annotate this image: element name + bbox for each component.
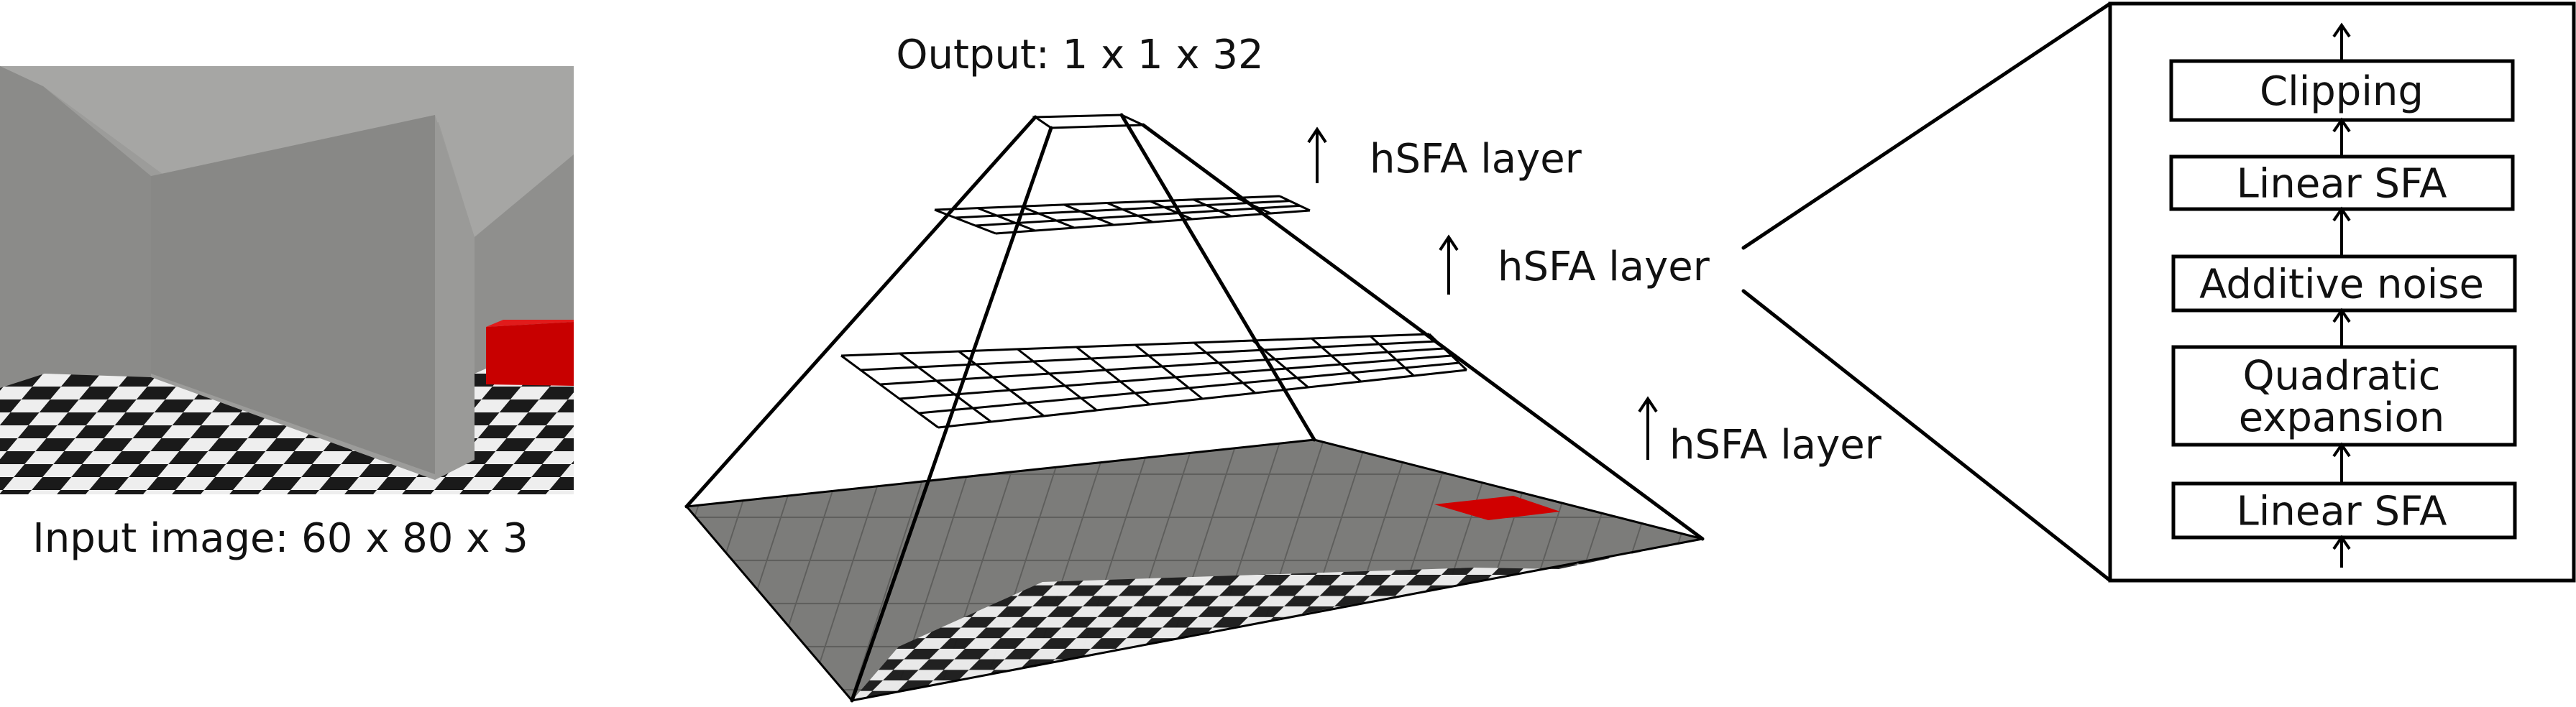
upper-grid xyxy=(934,195,1311,235)
stage-box-border xyxy=(2171,481,2517,540)
stage-arrow-head xyxy=(2332,442,2351,458)
middle-grid-col-line xyxy=(958,350,1045,417)
upper-grid-col-line xyxy=(1279,195,1311,212)
middle-grid-row-line xyxy=(879,347,1444,386)
middle-grid-col-line xyxy=(1193,341,1256,394)
upper-grid-col-line xyxy=(1063,203,1114,226)
stage-arrow-head xyxy=(2332,308,2351,323)
upper-grid-row-line xyxy=(934,195,1280,211)
input-floor xyxy=(0,331,574,494)
middle-grid xyxy=(840,333,1468,429)
edge-right xyxy=(1141,123,1705,541)
upper-grid-col-line xyxy=(934,208,996,235)
middle-grid-col-line xyxy=(1311,337,1362,383)
edge-front xyxy=(850,126,1053,703)
input-image: Input image: 60 x 80 x 3 xyxy=(0,66,574,562)
stage-input-arrow-head xyxy=(2332,535,2351,550)
edge-left xyxy=(684,115,1037,509)
input-front-wall xyxy=(151,115,435,474)
stage-label: expansion xyxy=(2239,394,2444,441)
hsfa-layer-label-bottom: hSFA layer xyxy=(1669,422,1882,468)
hsfa-label-bottom: hSFA layer xyxy=(1638,396,1882,468)
upper-grid-col-line xyxy=(1106,202,1154,223)
stage-box-border xyxy=(2171,345,2517,447)
upper-grid-row-line xyxy=(995,209,1311,235)
zoom-line-upper xyxy=(1741,1,2112,250)
middle-grid-row-line xyxy=(899,354,1452,400)
middle-grid-col-line xyxy=(1017,348,1098,412)
upper-grid-row-line xyxy=(975,204,1301,227)
stage-arrow-head xyxy=(2332,117,2351,133)
middle-grid-col-line xyxy=(1370,335,1415,377)
input-red-box-front xyxy=(486,322,574,386)
stage-label: Quadratic xyxy=(2242,353,2440,399)
middle-grid-col-line xyxy=(1135,343,1204,400)
output-caption: Output: 1 x 1 x 32 xyxy=(896,32,1263,78)
upper-grid-col-line xyxy=(977,207,1036,232)
middle-grid-row-line xyxy=(938,369,1467,429)
zoom-line-lower xyxy=(1741,289,2112,583)
middle-grid-row-line xyxy=(840,333,1430,357)
middle-grid-col-line xyxy=(1076,346,1150,406)
stage-box: Linear SFA xyxy=(2169,154,2515,211)
stage-label: Linear SFA xyxy=(2237,161,2447,208)
upper-grid-col-line xyxy=(1193,198,1232,218)
stage-box: Linear SFA xyxy=(2171,481,2517,540)
stage-label: Additive noise xyxy=(2199,262,2484,308)
stage-box: Additive noise xyxy=(2171,254,2517,313)
middle-grid-row-line xyxy=(918,361,1459,415)
stage-arrow-head xyxy=(2332,206,2351,222)
stage-box: Clipping xyxy=(2169,59,2515,122)
middle-grid-col-line xyxy=(899,352,992,423)
middle-grid-col-line xyxy=(840,354,939,429)
stage-label: Clipping xyxy=(2260,68,2424,115)
input-left-wall xyxy=(0,66,151,388)
hsfa-label-top: hSFA layer xyxy=(1307,126,1582,183)
pyramid-base-image xyxy=(687,440,1702,701)
edge-back xyxy=(1119,113,1316,442)
node-detail-frame xyxy=(2108,1,2576,583)
pyramid-base-red-box xyxy=(1434,496,1560,520)
input-far-wall xyxy=(475,154,574,374)
pyramid: Output: 1 x 1 x 32 hSFA layer hSFA layer… xyxy=(684,32,1882,703)
input-wall-side xyxy=(435,115,475,480)
hsfa-layer-label-top: hSFA layer xyxy=(1370,136,1582,182)
input-red-box-top xyxy=(486,320,574,327)
stage-box-border xyxy=(2171,254,2517,313)
stage-output-arrow-head xyxy=(2332,22,2351,38)
stage-label: Linear SFA xyxy=(2237,489,2447,535)
upper-grid-col-line xyxy=(1020,205,1075,229)
hsfa-layer-label-middle: hSFA layer xyxy=(1498,244,1710,290)
upper-grid-col-line xyxy=(1150,200,1193,221)
hsfa-label-middle: hSFA layer xyxy=(1439,234,1710,295)
input-caption: Input image: 60 x 80 x 3 xyxy=(32,515,528,562)
middle-grid-row-line xyxy=(860,340,1437,371)
upper-grid-row-line xyxy=(955,200,1291,219)
